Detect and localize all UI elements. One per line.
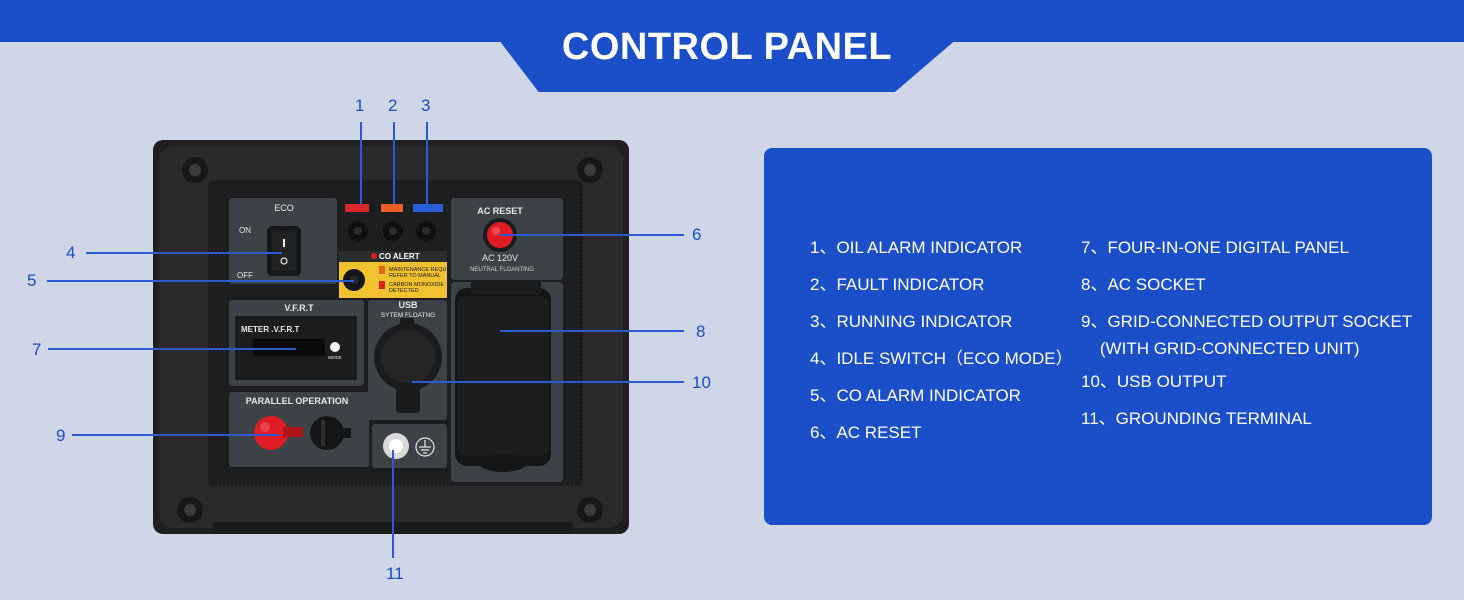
- svg-text:SYTEM FLOATNG: SYTEM FLOATNG: [381, 312, 435, 319]
- screw-icon: [182, 157, 208, 183]
- callout-line-10: [412, 381, 684, 383]
- callout-number-6: 6: [692, 225, 702, 244]
- svg-text:PARALLEL OPERATION: PARALLEL OPERATION: [246, 396, 349, 406]
- legend-item-6: 6、AC RESET: [810, 423, 922, 442]
- grounding-knob-icon: [383, 433, 409, 459]
- svg-text:REFER TO MANUAL: REFER TO MANUAL: [389, 273, 441, 279]
- legend-item-1: 1、OIL ALARM INDICATOR: [810, 238, 1023, 257]
- svg-text:MAINTENANCE REQUIRED,: MAINTENANCE REQUIRED,: [389, 267, 462, 273]
- callout-number-10: 10: [692, 373, 711, 392]
- legend-item-3: 3、RUNNING INDICATOR: [810, 312, 1013, 331]
- callout-line-1: [360, 122, 362, 204]
- callout-line-8: [500, 330, 684, 332]
- callout-number-4: 4: [66, 243, 76, 262]
- svg-text:MODE: MODE: [328, 355, 342, 360]
- callout-number-3: 3: [421, 96, 431, 115]
- parallel-socket-black-icon: [310, 416, 351, 450]
- header-bar: [0, 0, 1464, 42]
- callout-line-7: [48, 348, 296, 350]
- header-tab: [500, 41, 954, 92]
- svg-text:CO ALERT: CO ALERT: [379, 252, 420, 261]
- parallel-socket-red-icon: [254, 416, 303, 450]
- svg-text:ON: ON: [239, 226, 251, 235]
- indicator-lights: [348, 221, 436, 241]
- svg-text:ECO: ECO: [274, 203, 294, 213]
- callout-number-9: 9: [56, 426, 66, 445]
- svg-text:V.F.R.T: V.F.R.T: [284, 303, 314, 313]
- fault-indicator-icon: [381, 204, 403, 212]
- svg-text:AC 120V: AC 120V: [482, 253, 518, 263]
- legend-item-11: 11、GROUNDING TERMINAL: [1081, 409, 1312, 428]
- legend-item-8: 8、AC SOCKET: [1081, 275, 1206, 294]
- screw-icon: [577, 497, 603, 523]
- screw-icon: [577, 157, 603, 183]
- callout-line-6: [500, 234, 684, 236]
- eco-rocker-switch: [267, 226, 301, 276]
- running-indicator-icon: [413, 204, 443, 212]
- legend-item-4: 4、IDLE SWITCH（ECO MODE）: [810, 349, 1073, 368]
- digital-display: [253, 339, 325, 356]
- svg-text:OFF: OFF: [237, 271, 253, 280]
- legend-item-10: 10、USB OUTPUT: [1081, 372, 1227, 391]
- control-panel-illustration: ECO ON OFF CO ALERT MAINTENANCE REQUIRED…: [153, 140, 629, 534]
- callout-number-11: 11: [386, 564, 404, 583]
- legend-list-left: 1、OIL ALARM INDICATOR 2、FAULT INDICATOR …: [810, 238, 1073, 460]
- svg-text:AC RESET: AC RESET: [477, 206, 523, 216]
- callout-number-7: 7: [32, 340, 42, 359]
- callout-number-2: 2: [388, 96, 398, 115]
- callout-line-9: [72, 434, 280, 436]
- callout-line-2: [393, 122, 395, 204]
- callout-number-5: 5: [27, 271, 37, 290]
- page-title: CONTROL PANEL: [561, 26, 893, 68]
- callout-line-3: [426, 122, 428, 204]
- svg-text:NEUTRAL FLOANTING: NEUTRAL FLOANTING: [470, 267, 534, 273]
- svg-text:DETECTED: DETECTED: [389, 288, 419, 294]
- warning-icon: [371, 253, 377, 259]
- svg-text:CARBON MONOXIDE: CARBON MONOXIDE: [389, 282, 444, 288]
- callout-number-1: 1: [355, 96, 365, 115]
- legend-list-right: 7、FOUR-IN-ONE DIGITAL PANEL 8、AC SOCKET …: [1081, 238, 1412, 446]
- ground-symbol-icon: [415, 437, 435, 457]
- oil-indicator-icon: [345, 204, 369, 212]
- indicator-icons: [345, 204, 443, 212]
- legend-item-7: 7、FOUR-IN-ONE DIGITAL PANEL: [1081, 238, 1349, 257]
- legend-item-5: 5、CO ALARM INDICATOR: [810, 386, 1021, 405]
- svg-text:USB: USB: [398, 300, 418, 310]
- callout-line-4: [86, 252, 282, 254]
- callout-line-5: [47, 280, 354, 282]
- usb-port: [374, 318, 442, 413]
- mode-button: [330, 342, 340, 352]
- callout-number-8: 8: [696, 322, 706, 341]
- screw-icon: [177, 497, 203, 523]
- svg-text:METER .V.F.R.T: METER .V.F.R.T: [241, 325, 299, 334]
- callout-line-11: [392, 450, 394, 558]
- legend-item-9: 9、GRID-CONNECTED OUTPUT SOCKET (WITH GRI…: [1081, 312, 1413, 358]
- legend-item-2: 2、FAULT INDICATOR: [810, 275, 985, 294]
- legend-panel: [764, 148, 1432, 525]
